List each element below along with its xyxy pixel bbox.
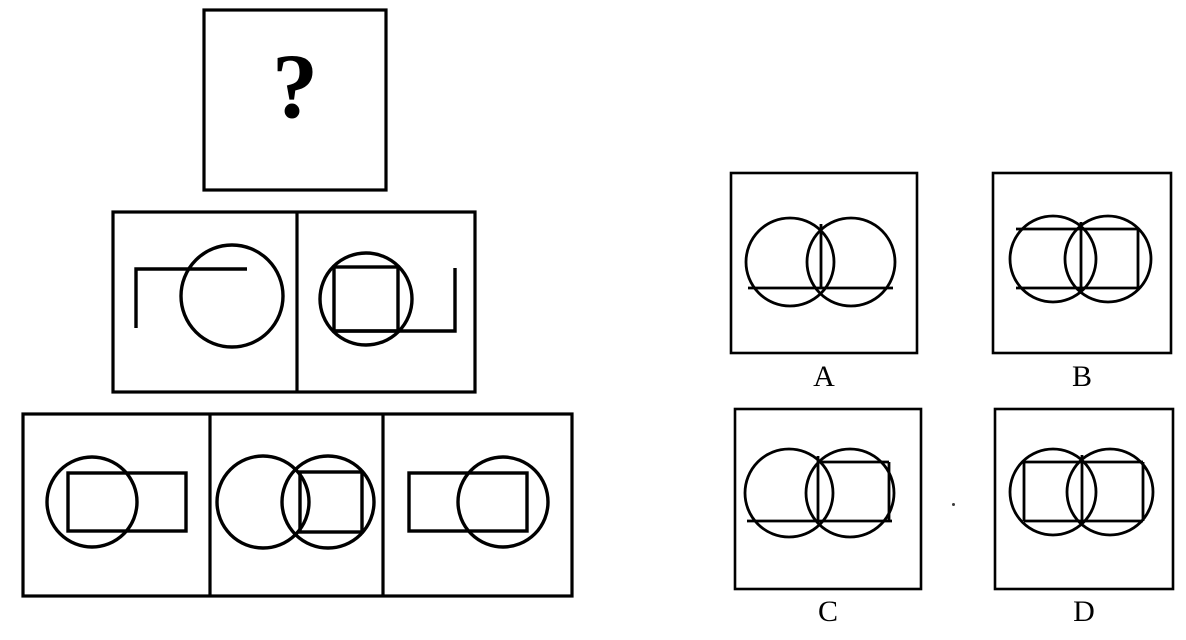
bottom-cell-2-figure — [215, 454, 376, 550]
option-c-label: C — [817, 595, 838, 628]
option-b-label: B — [1071, 360, 1092, 393]
option-a-frame[interactable] — [729, 171, 919, 355]
option-a-figure — [744, 216, 897, 308]
option-d-label: D — [1073, 595, 1095, 628]
option-b-figure — [1008, 214, 1153, 304]
scan-speck — [952, 503, 955, 506]
option-d-frame[interactable] — [993, 407, 1175, 591]
bottom-cell-3-figure — [407, 455, 550, 549]
option-d-figure — [1008, 447, 1155, 537]
bottom-row — [21, 412, 574, 598]
middle-cell-1-figure — [134, 243, 285, 349]
option-a-label: A — [813, 360, 835, 393]
middle-row — [111, 210, 477, 394]
middle-cell-2-figure — [318, 251, 457, 347]
option-c-figure — [743, 447, 896, 539]
question-mark: ? — [272, 35, 318, 137]
bottom-cell-1-figure — [45, 455, 188, 549]
question-cell[interactable] — [202, 8, 388, 192]
